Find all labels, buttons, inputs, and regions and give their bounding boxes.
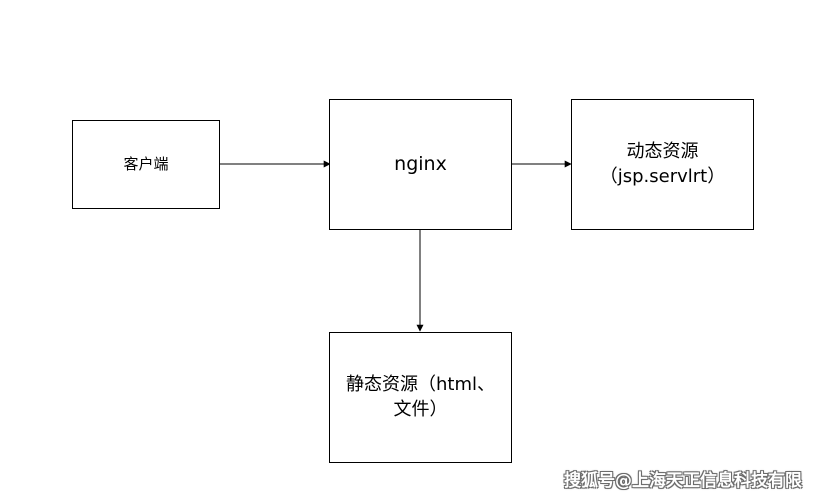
client-label: 客户端 [123,155,169,174]
dynamic-resource-detail: （jsp.servlrt） [599,165,726,187]
static-resource-box: 静态资源（html、 文件） [329,332,512,463]
static-resource-title: 静态资源（html、 [345,374,495,396]
dynamic-resource-title: 动态资源 [626,141,699,163]
nginx-label: nginx [394,152,447,175]
watermark-text: 搜狐号@上海天正信息科技有限 [564,471,802,491]
nginx-box: nginx [329,99,512,230]
dynamic-resource-box: 动态资源 （jsp.servlrt） [571,99,754,230]
static-resource-detail: 文件） [393,398,448,420]
client-box: 客户端 [72,120,220,209]
